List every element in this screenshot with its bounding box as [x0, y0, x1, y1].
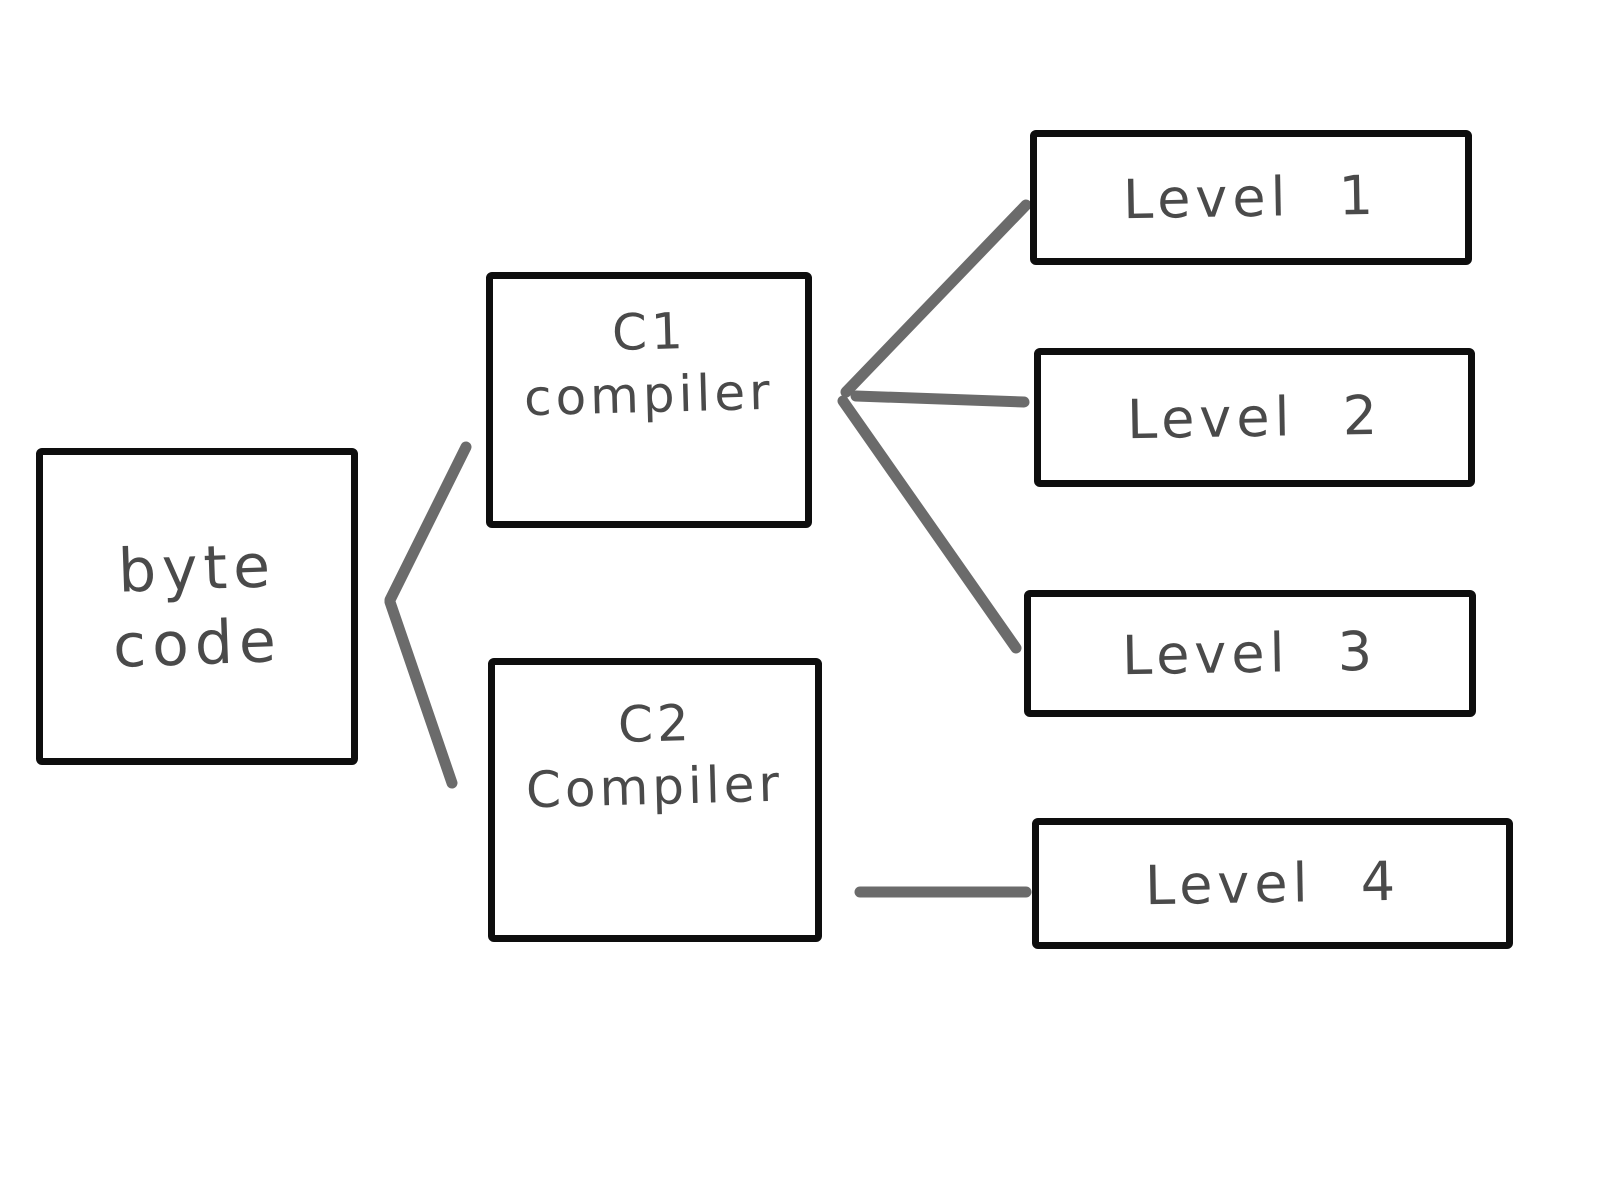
edge-bytecode-to-c1	[384, 441, 472, 606]
byte-code-label-line1: byte	[116, 530, 278, 607]
node-c1-compiler: C1 compiler	[486, 272, 812, 528]
node-level-3: Level 3	[1024, 590, 1476, 717]
level-2-label: Level 2	[1126, 383, 1383, 451]
c1-label-line1: C1	[610, 302, 688, 362]
byte-code-label-line2: code	[111, 605, 283, 682]
node-level-2: Level 2	[1034, 348, 1475, 487]
node-c2-compiler: C2 Compiler	[488, 658, 822, 942]
level-1-label: Level 1	[1122, 163, 1380, 231]
c2-label-line1: C2	[616, 694, 694, 754]
c2-label-line2: Compiler	[525, 754, 785, 819]
edge-bytecode-to-c2	[384, 596, 458, 789]
c1-label-line2: compiler	[523, 362, 775, 427]
level-3-label: Level 3	[1121, 619, 1379, 687]
edge-c1-to-level1	[840, 199, 1032, 398]
node-byte-code: byte code	[36, 448, 358, 765]
edge-c1-to-level2	[850, 390, 1030, 408]
node-level-4: Level 4	[1032, 818, 1513, 949]
level-4-label: Level 4	[1144, 849, 1401, 917]
node-level-1: Level 1	[1030, 130, 1472, 265]
edge-c1-to-level3	[837, 395, 1022, 654]
